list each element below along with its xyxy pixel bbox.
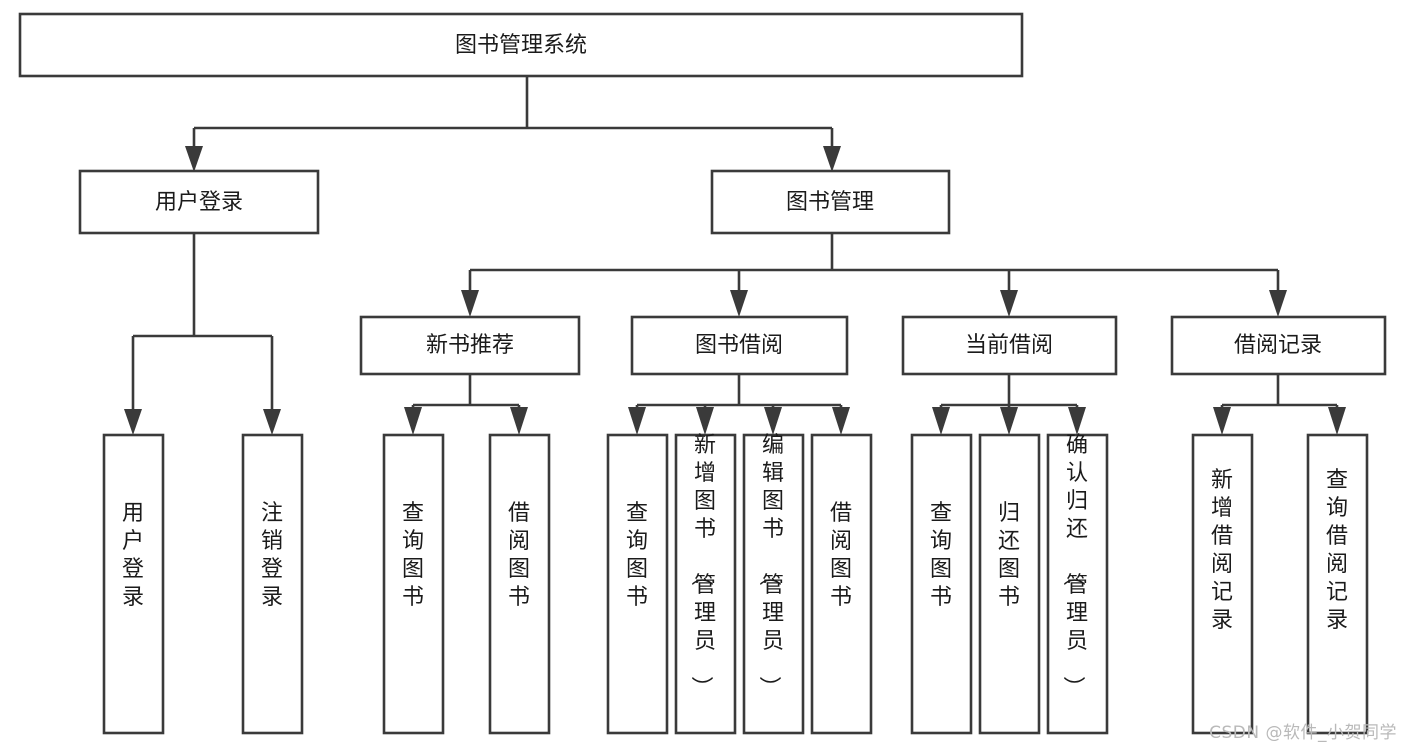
node-leaf-records-2-box[interactable]: [1306, 433, 1369, 735]
node-login-label: 用户登录: [155, 190, 243, 215]
arrow-head-leaf-login-1: [124, 409, 142, 435]
node-leaf-borrow-4-label: 借阅图书: [830, 501, 852, 610]
arrow-head-leaf-new-2: [510, 407, 528, 435]
connector-group-newbook-to-leaves: [404, 374, 528, 435]
node-leaf-current-1-box[interactable]: [910, 433, 973, 735]
node-newbook-box[interactable]: [359, 315, 581, 376]
node-root[interactable]: 图书管理系统: [18, 12, 1024, 78]
node-leaf-records-1-box[interactable]: [1191, 433, 1254, 735]
node-leaf-records-2-label: 查询借阅记录: [1326, 468, 1348, 633]
node-leaf-borrow-1-box[interactable]: [606, 433, 669, 735]
node-leaf-borrow-3-box[interactable]: [742, 433, 805, 735]
arrow-head-leaf-current-3: [1068, 407, 1086, 435]
node-leaf-borrow-3[interactable]: 编辑图书（管理员）: [742, 433, 805, 735]
node-leaf-current-3-box[interactable]: [1046, 433, 1109, 735]
node-leaf-records-1-label: 新增借阅记录: [1211, 468, 1233, 633]
arrow-head-newbook: [461, 290, 479, 317]
connector-group-records-to-leaves: [1213, 374, 1346, 435]
arrow-head-leaf-new-1: [404, 407, 422, 435]
node-leaf-login-2-label: 注销登录: [261, 501, 283, 610]
arrow-head-leaf-borrow-1: [628, 407, 646, 435]
node-leaf-new-2-label: 借阅图书: [508, 501, 530, 610]
connector-group-login-to-leaves: [124, 233, 281, 435]
arrow-head-leaf-current-1: [932, 407, 950, 435]
node-leaf-new-2-box[interactable]: [488, 433, 551, 735]
node-leaf-login-1[interactable]: 用户登录: [102, 433, 165, 735]
arrow-head-leaf-borrow-4: [832, 407, 850, 435]
node-borrow-box[interactable]: [630, 315, 849, 376]
node-leaf-current-2-box[interactable]: [978, 433, 1041, 735]
node-records-box[interactable]: [1170, 315, 1387, 376]
node-leaf-new-1[interactable]: 查询图书: [382, 433, 445, 735]
node-leaf-current-3[interactable]: 确认归还（管理员）: [1046, 433, 1109, 735]
node-leaf-borrow-4-box[interactable]: [810, 433, 873, 735]
node-leaf-borrow-3-label: 编辑图书（管理员）: [756, 433, 784, 698]
node-root-label: 图书管理系统: [455, 33, 587, 58]
node-bookmgmt[interactable]: 图书管理: [710, 169, 951, 235]
arrow-head-leaf-borrow-3: [764, 407, 782, 435]
node-leaf-login-1-box[interactable]: [102, 433, 165, 735]
arrow-head-leaf-records-2: [1328, 407, 1346, 435]
arrow-head-leaf-login-2: [263, 409, 281, 435]
arrow-head-leaf-current-2: [1000, 407, 1018, 435]
connector-group-root-to-level2: [185, 76, 841, 172]
node-records-label: 借阅记录: [1234, 333, 1322, 358]
arrow-head-current: [1000, 290, 1018, 317]
node-bookmgmt-label: 图书管理: [786, 190, 874, 215]
connector-group-borrow-to-leaves: [628, 374, 850, 435]
node-leaf-borrow-1-label: 查询图书: [626, 501, 648, 610]
node-records[interactable]: 借阅记录: [1170, 315, 1387, 376]
connector-group-current-to-leaves: [932, 374, 1086, 435]
node-leaf-login-2-box[interactable]: [241, 433, 304, 735]
arrow-head-bookmgmt: [823, 146, 841, 172]
arrow-head-borrow: [730, 290, 748, 317]
node-current-label: 当前借阅: [965, 333, 1053, 358]
connector-group-bookmgmt-to-level3: [461, 233, 1287, 317]
node-leaf-current-2[interactable]: 归还图书: [978, 433, 1041, 735]
node-login-box[interactable]: [78, 169, 320, 235]
node-leaf-login-2[interactable]: 注销登录: [241, 433, 304, 735]
node-borrow-label: 图书借阅: [695, 333, 783, 358]
arrow-head-records: [1269, 290, 1287, 317]
node-leaf-borrow-2[interactable]: 新增图书（管理员）: [674, 433, 737, 735]
node-login[interactable]: 用户登录: [78, 169, 320, 235]
node-root-box[interactable]: [18, 12, 1024, 78]
node-current-box[interactable]: [901, 315, 1118, 376]
node-leaf-new-1-label: 查询图书: [402, 501, 424, 610]
node-leaf-borrow-2-label: 新增图书（管理员）: [688, 433, 716, 698]
node-newbook[interactable]: 新书推荐: [359, 315, 581, 376]
node-leaf-borrow-1[interactable]: 查询图书: [606, 433, 669, 735]
node-leaf-login-1-label: 用户登录: [122, 501, 144, 610]
node-leaf-current-2-label: 归还图书: [998, 501, 1020, 610]
arrow-head-login: [185, 146, 203, 172]
node-leaf-new-2[interactable]: 借阅图书: [488, 433, 551, 735]
arrow-head-leaf-records-1: [1213, 407, 1231, 435]
node-borrow[interactable]: 图书借阅: [630, 315, 849, 376]
node-leaf-new-1-box[interactable]: [382, 433, 445, 735]
node-leaf-records-1[interactable]: 新增借阅记录: [1191, 433, 1254, 735]
arrow-head-leaf-borrow-2: [696, 407, 714, 435]
node-newbook-label: 新书推荐: [426, 333, 514, 358]
node-leaf-current-3-label: 确认归还（管理员）: [1060, 433, 1088, 698]
node-current[interactable]: 当前借阅: [901, 315, 1118, 376]
node-leaf-records-2[interactable]: 查询借阅记录: [1306, 433, 1369, 735]
node-leaf-borrow-2-box[interactable]: [674, 433, 737, 735]
node-bookmgmt-box[interactable]: [710, 169, 951, 235]
node-leaf-borrow-4[interactable]: 借阅图书: [810, 433, 873, 735]
node-leaf-current-1[interactable]: 查询图书: [910, 433, 973, 735]
node-leaf-current-1-label: 查询图书: [930, 501, 952, 610]
